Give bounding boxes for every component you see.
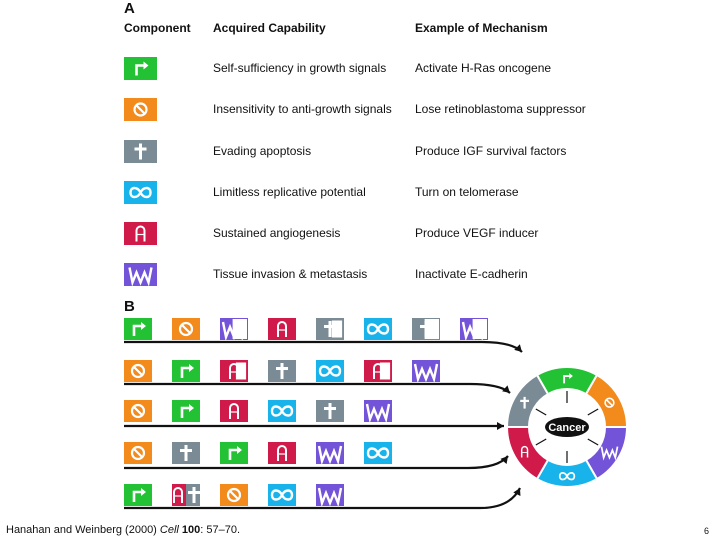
capability-header: Acquired Capability (213, 21, 326, 35)
wheel-icon-prohibition (604, 397, 615, 408)
wheel-icon-cross (520, 396, 529, 409)
wheel-arrow (535, 438, 547, 446)
vessel-icon (124, 222, 157, 245)
pathway-tile-prohibition (124, 400, 152, 422)
pathway-tile-invasion (316, 442, 344, 464)
wheel-segment-prohibition (584, 373, 628, 428)
mechanism-text: Lose retinoblastoma suppressor (415, 102, 586, 116)
panel-b-letter: B (124, 298, 135, 315)
pathway-tile-cross (172, 442, 200, 464)
pathway-arrowhead (497, 422, 504, 430)
cancer-label: Cancer (548, 422, 586, 434)
pathway-tile-cross (316, 400, 344, 422)
mechanism-header: Example of Mechanism (415, 21, 548, 35)
wheel-icon-growth (563, 373, 573, 384)
pathway-tile-invasion (364, 400, 392, 422)
mechanism-text: Produce VEGF inducer (415, 226, 539, 240)
capability-text: Self-sufficiency in growth signals (213, 61, 387, 75)
capability-text: Tissue invasion & metastasis (213, 267, 368, 281)
pathway-tile-prohibition (172, 318, 200, 340)
pathway-arrowhead (514, 344, 522, 352)
citation-journal: Cell (159, 524, 179, 536)
pathway-tile-prohibition (124, 360, 152, 382)
component-header: Component (124, 21, 191, 35)
pathway-tile-infinity (364, 318, 392, 340)
pathway-tile-prohibition (124, 442, 152, 464)
wheel-icon-vessel (520, 445, 529, 458)
mechanism-text: Inactivate E-cadherin (415, 267, 528, 281)
capability-text: Limitless replicative potential (213, 185, 366, 199)
prohibition-icon (124, 98, 157, 121)
infinity-icon (124, 181, 157, 204)
pathway-tile-vessel (220, 400, 248, 422)
pathway-tile-prohibition (220, 484, 248, 506)
capability-text: Evading apoptosis (213, 144, 312, 158)
mechanism-text: Produce IGF survival factors (415, 144, 567, 158)
pathway-tile-cross (268, 360, 296, 382)
pathway-line (124, 340, 523, 353)
pathway-tile-vessel-half (220, 360, 248, 382)
pathway-tile-vessel (268, 442, 296, 464)
wheel-icon-infinity (558, 472, 576, 481)
page-number: 6 (704, 526, 710, 536)
invasion-icon (124, 263, 157, 286)
growth-arrow-icon (124, 57, 157, 80)
mechanism-text: Turn on telomerase (415, 185, 519, 199)
pathway-tile-invasion (316, 484, 344, 506)
pathway-tile-growth (172, 400, 200, 422)
pathway-tile-cross-outline (412, 318, 440, 340)
pathway-tile-invasion-outline (220, 318, 248, 340)
wheel-arrow (587, 438, 599, 446)
pathway-line (124, 382, 511, 394)
pathway-tile-infinity (268, 484, 296, 506)
pathway-tile-vessel (268, 318, 296, 340)
pathway-tile-invasion-outline (460, 318, 488, 340)
pathway-tile-infinity (268, 400, 296, 422)
pathway-tile-vessel-half (364, 360, 392, 382)
pathway-tile-cross-half (316, 318, 344, 340)
pathway-tile-infinity (364, 442, 392, 464)
capability-text: Insensitivity to anti-growth signals (213, 102, 392, 116)
wheel-arrow (535, 408, 547, 416)
cancer-wheel: Cancer (506, 366, 628, 488)
pathway-tile-infinity (316, 360, 344, 382)
pathway-tile-growth (220, 442, 248, 464)
panel-a-letter: A (124, 0, 135, 17)
pathway-arrowhead (502, 385, 510, 393)
citation-volume: 100 (181, 524, 201, 536)
pathway-tile-growth (172, 360, 200, 382)
capability-text: Sustained angiogenesis (213, 226, 341, 240)
wheel-arrow (587, 408, 599, 416)
pathway-tile-vessel-cross (172, 484, 200, 506)
pathway-tile-growth (124, 484, 152, 506)
cross-icon (124, 140, 157, 163)
pathway-tile-growth (124, 318, 152, 340)
citation-pages: : 57–70. (200, 524, 241, 536)
pathway-tile-invasion (412, 360, 440, 382)
mechanism-text: Activate H-Ras oncogene (415, 61, 552, 75)
citation-authors: Hanahan and Weinberg (2000) (6, 524, 160, 536)
cancer-core (545, 417, 589, 437)
pathway-arrowhead (513, 488, 521, 497)
wheel-icon-invasion (600, 446, 619, 461)
pathway-arrowhead (500, 456, 508, 464)
citation: Hanahan and Weinberg (2000) Cell 100: 57… (6, 524, 240, 536)
